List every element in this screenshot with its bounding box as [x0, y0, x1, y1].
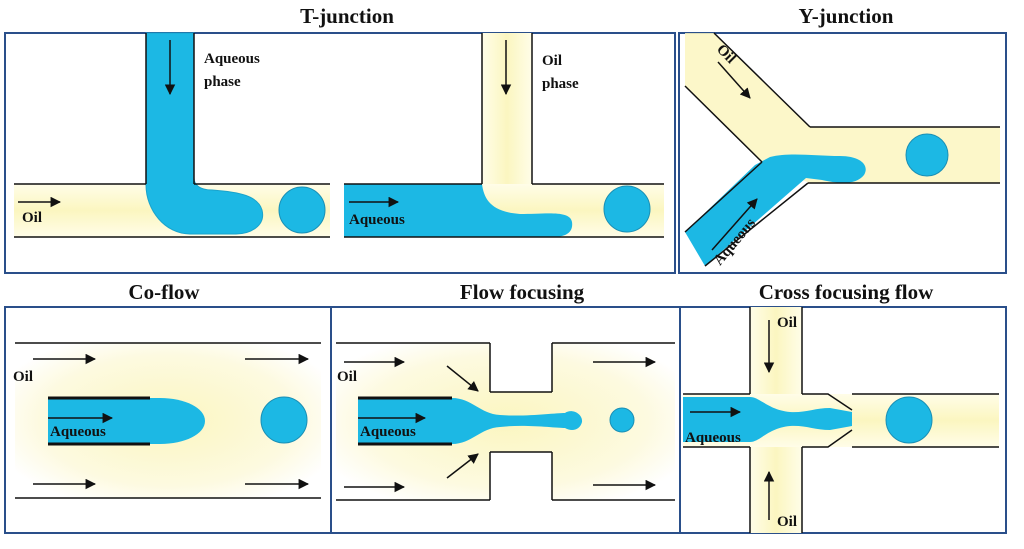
panel-frame-bottom [4, 306, 1007, 534]
label-oil-phase-2: phase [542, 76, 579, 92]
droplet [885, 396, 933, 444]
label-aqueous-phase-2: phase [204, 74, 241, 90]
label-oil: Oil [337, 369, 357, 385]
co-flow: Oil Aqueous [13, 342, 321, 499]
flow-focusing: Oil Aqueous [336, 342, 675, 501]
label-oil-top: Oil [777, 315, 797, 331]
label-aqueous: Aqueous [685, 430, 741, 446]
droplet [905, 133, 949, 177]
label-oil-bottom: Oil [777, 514, 797, 530]
label-aqueous-phase-1: Aqueous [204, 51, 260, 67]
label-aqueous: Aqueous [349, 212, 405, 228]
aqueous-stream [48, 398, 205, 444]
t-junction-oil-injection: Oil phase Aqueous [344, 33, 664, 238]
aqueous-stream [145, 32, 264, 235]
droplet [603, 185, 651, 233]
label-oil-phase-1: Oil [542, 53, 562, 69]
y-junction: Oil Aqueous [684, 32, 1000, 269]
title-y-junction: Y-junction [798, 4, 894, 28]
droplet [609, 407, 635, 433]
aqueous-stream [685, 154, 866, 266]
label-oil: Oil [22, 210, 42, 226]
title-cross-focusing: Cross focusing flow [758, 280, 934, 304]
title-flow-focusing: Flow focusing [459, 280, 585, 304]
aqueous-stream [358, 398, 583, 444]
aqueous-stream [683, 397, 852, 442]
panel-frame-t-junction [4, 32, 676, 274]
panel-frame-y-junction [678, 32, 1007, 274]
droplet [278, 186, 326, 234]
aqueous-stream [344, 184, 573, 238]
label-aqueous: Aqueous [360, 424, 416, 440]
t-junction-aqueous-injection: Aqueous phase Oil [14, 32, 330, 238]
label-aqueous: Aqueous [50, 424, 106, 440]
title-t-junction: T-junction [300, 4, 394, 28]
title-co-flow: Co-flow [128, 280, 200, 304]
droplet [260, 396, 308, 444]
cross-focusing-flow: Oil Oil Aqueous [683, 307, 999, 533]
label-oil: Oil [13, 369, 33, 385]
